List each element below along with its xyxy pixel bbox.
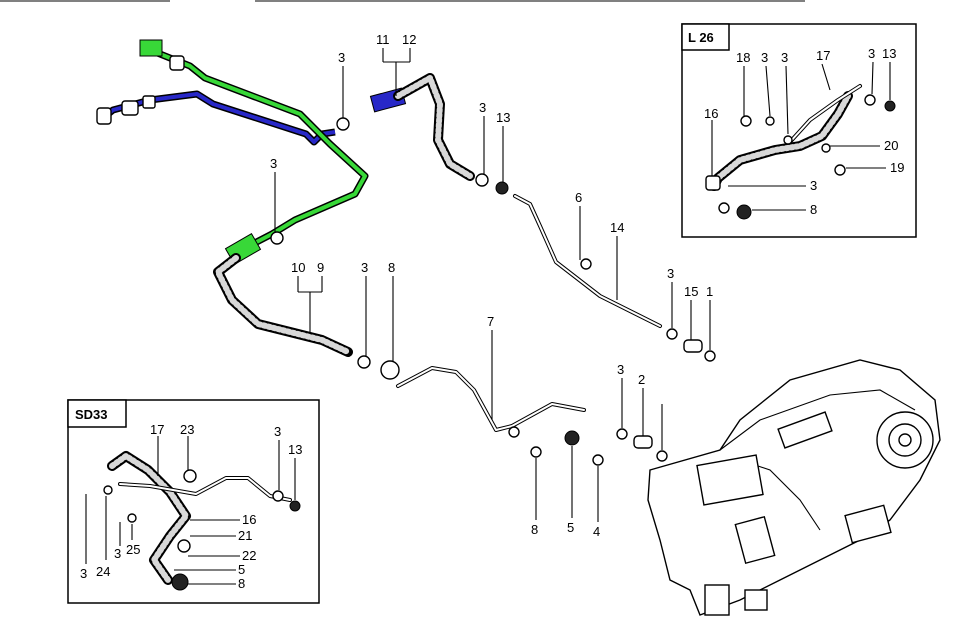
callout-2: 2 bbox=[638, 372, 645, 387]
callout-labels-main: 3 11 12 3 13 3 10 9 3 8 6 14 3 15 1 7 3 … bbox=[270, 32, 713, 539]
callout-5: 5 bbox=[567, 520, 574, 535]
callout-1: 1 bbox=[706, 284, 713, 299]
callout-6: 6 bbox=[575, 190, 582, 205]
inset-sd33-callout-22: 22 bbox=[242, 548, 256, 563]
inset-sd33: SD33 17 23 3 13 16 21 22 5 8 3 24 bbox=[67, 399, 320, 604]
rod-14 bbox=[513, 194, 662, 328]
inset-sd33-callout-3c: 3 bbox=[114, 546, 121, 561]
inset-l26-callout-20: 20 bbox=[884, 138, 898, 153]
callout-3a: 3 bbox=[338, 50, 345, 65]
inset-l26-callout-8: 8 bbox=[810, 202, 817, 217]
inset-l26: L 26 18 3 3 17 3 13 16 20 19 3 bbox=[681, 23, 917, 238]
inset-sd33-callout-13: 13 bbox=[288, 442, 302, 457]
callout-3e: 3 bbox=[667, 266, 674, 281]
callout-10: 10 bbox=[291, 260, 305, 275]
inset-l26-callout-3a: 3 bbox=[761, 50, 768, 65]
callout-8a: 8 bbox=[388, 260, 395, 275]
inset-sd33-callout-25: 25 bbox=[126, 542, 140, 557]
hose-10-9 bbox=[213, 253, 353, 357]
inset-sd33-callout-3b: 3 bbox=[80, 566, 87, 581]
rod-7 bbox=[396, 366, 586, 432]
inset-sd33-title: SD33 bbox=[75, 407, 108, 422]
inset-l26-title: L 26 bbox=[688, 30, 714, 45]
callout-12: 12 bbox=[402, 32, 416, 47]
callout-14: 14 bbox=[610, 220, 624, 235]
inset-l26-callout-17: 17 bbox=[816, 48, 830, 63]
inset-sd33-callout-3a: 3 bbox=[274, 424, 281, 439]
callout-7: 7 bbox=[487, 314, 494, 329]
callout-11: 11 bbox=[376, 32, 390, 47]
callout-4: 4 bbox=[593, 524, 600, 539]
inset-sd33-callout-17: 17 bbox=[150, 422, 164, 437]
fittings bbox=[270, 117, 716, 466]
inset-sd33-callout-5: 5 bbox=[238, 562, 245, 577]
inset-l26-callout-3b: 3 bbox=[781, 50, 788, 65]
hose-11-12 bbox=[369, 73, 475, 181]
inset-l26-callout-19: 19 bbox=[890, 160, 904, 175]
callout-3c: 3 bbox=[270, 156, 277, 171]
callout-15: 15 bbox=[684, 284, 698, 299]
inset-sd33-callout-21: 21 bbox=[238, 528, 252, 543]
engine-block bbox=[647, 359, 941, 616]
inset-l26-callout-3d: 3 bbox=[810, 178, 817, 193]
inset-l26-callout-13: 13 bbox=[882, 46, 896, 61]
inset-sd33-callout-23: 23 bbox=[180, 422, 194, 437]
inset-sd33-callout-8: 8 bbox=[238, 576, 245, 591]
inset-sd33-callout-16: 16 bbox=[242, 512, 256, 527]
inset-sd33-callout-24: 24 bbox=[96, 564, 110, 579]
callout-3f: 3 bbox=[617, 362, 624, 377]
callout-8b: 8 bbox=[531, 522, 538, 537]
callout-3b: 3 bbox=[479, 100, 486, 115]
callout-9: 9 bbox=[317, 260, 324, 275]
callout-13: 13 bbox=[496, 110, 510, 125]
inset-l26-callout-16: 16 bbox=[704, 106, 718, 121]
leader-lines-main bbox=[274, 48, 711, 522]
green-highlighted-pipe bbox=[139, 39, 369, 265]
inset-l26-callout-18: 18 bbox=[736, 50, 750, 65]
callout-3d: 3 bbox=[361, 260, 368, 275]
inset-l26-callout-3c: 3 bbox=[868, 46, 875, 61]
